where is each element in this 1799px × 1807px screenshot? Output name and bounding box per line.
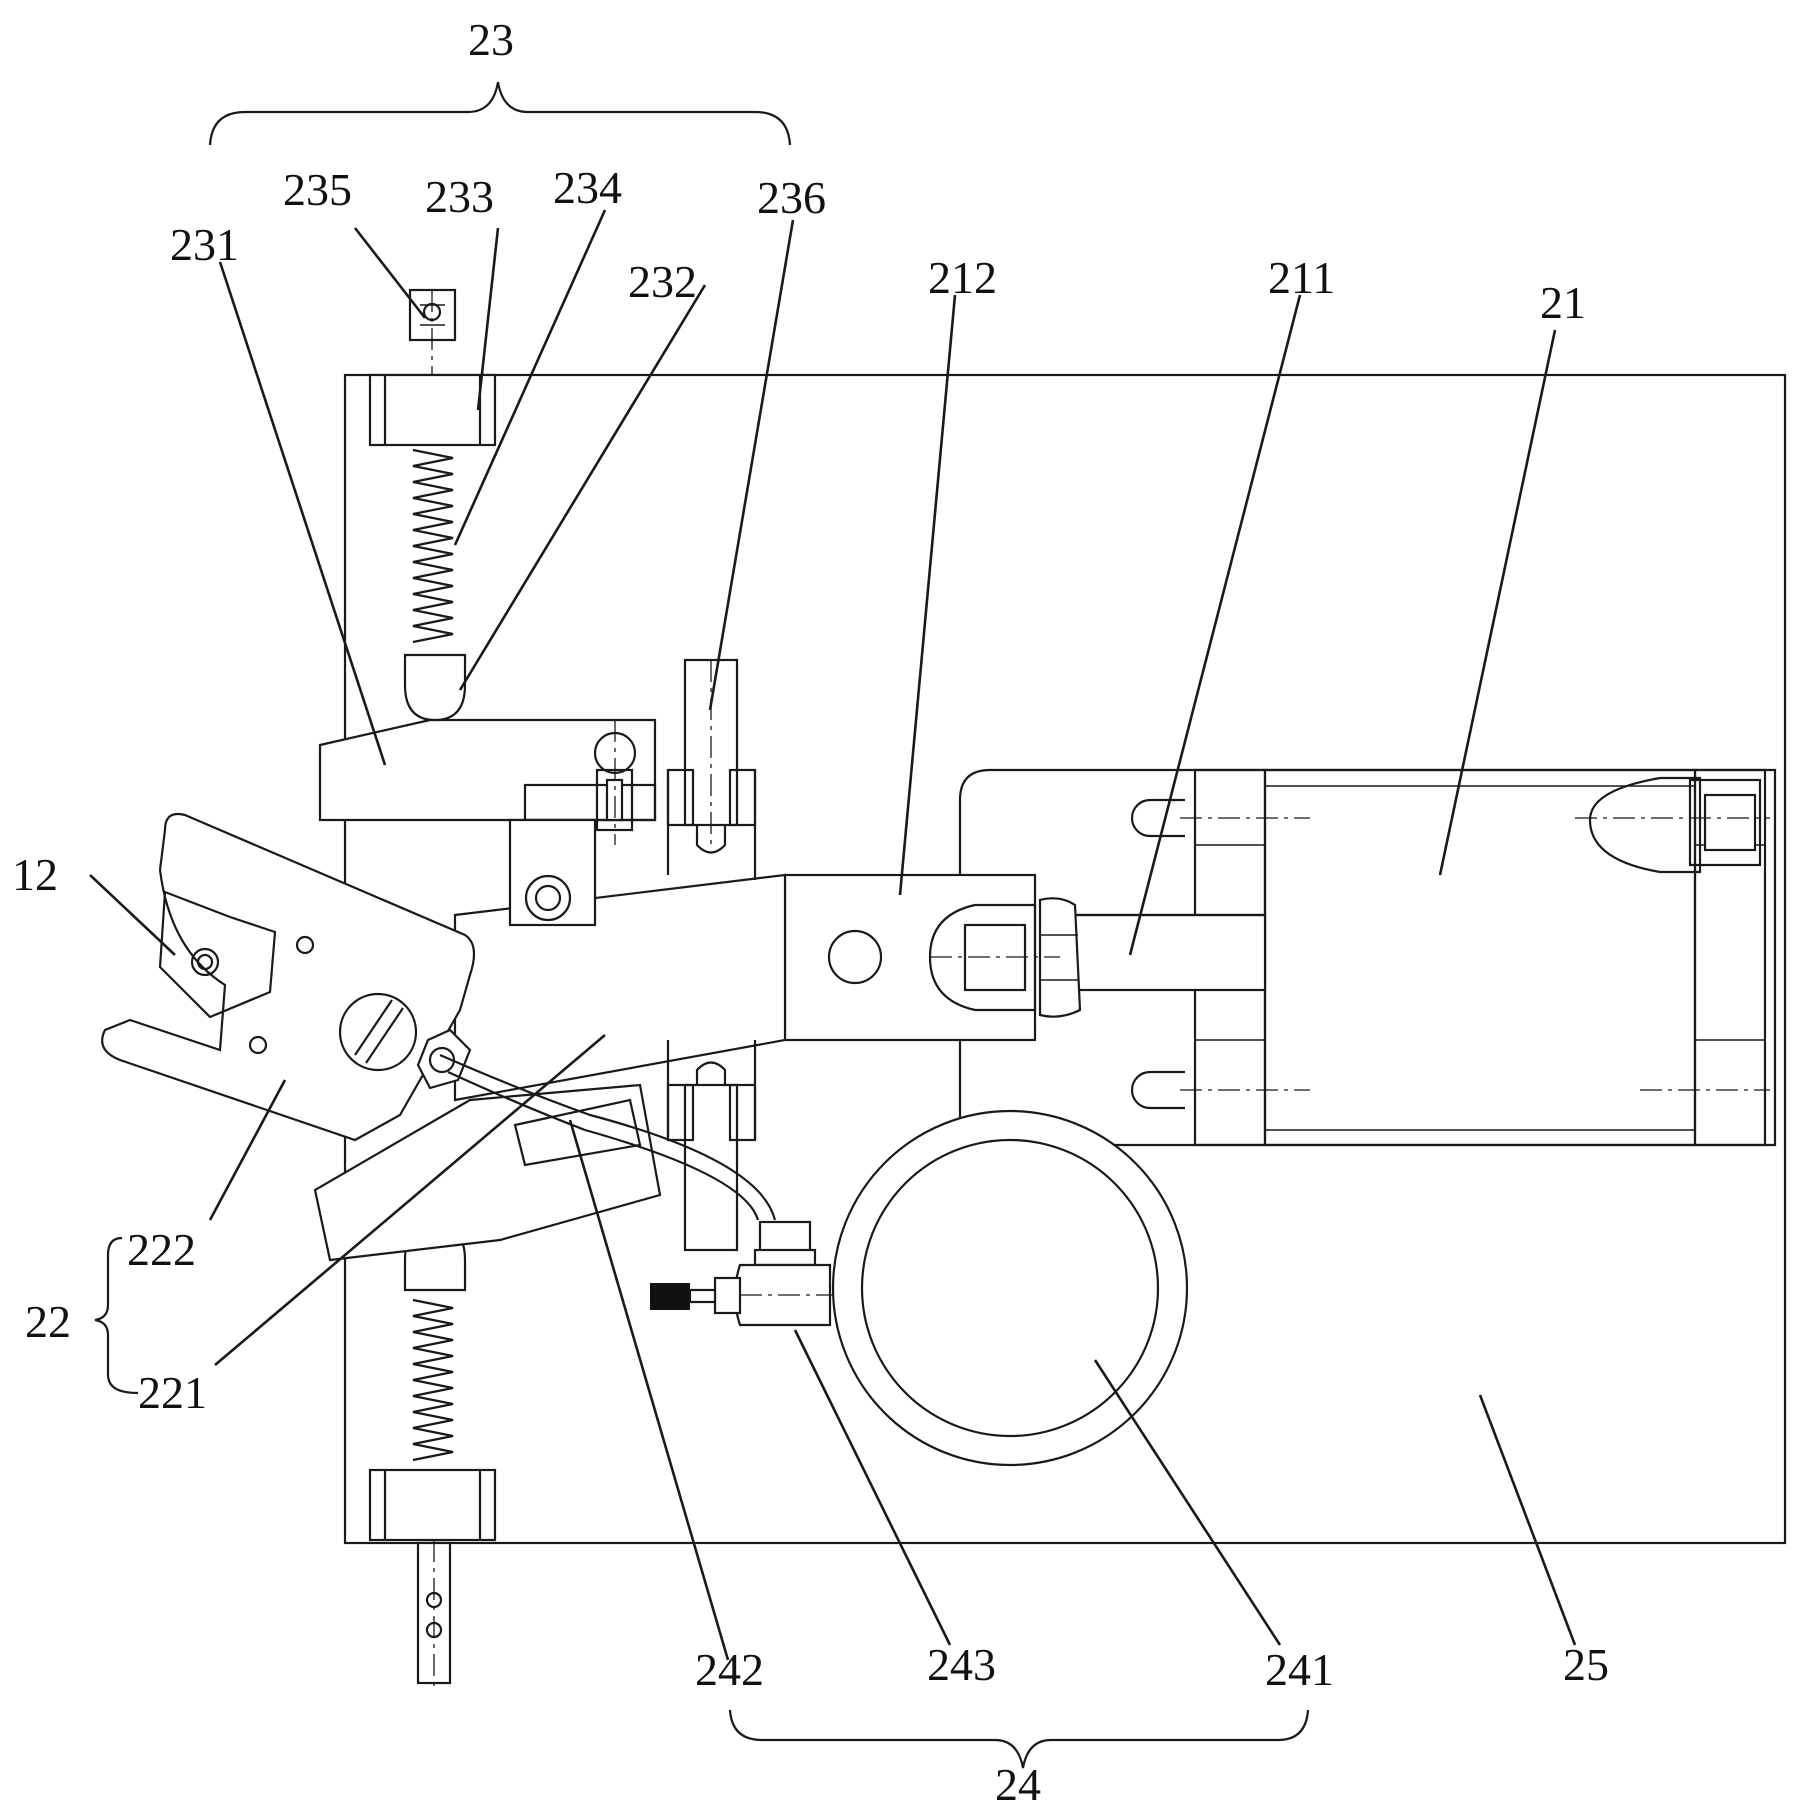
label-233: 233 <box>425 171 494 222</box>
lower-spring-assembly <box>368 1223 497 1690</box>
label-212: 212 <box>928 252 997 303</box>
label-24: 24 <box>995 1759 1041 1807</box>
air-tank <box>831 1109 1189 1467</box>
label-222: 222 <box>127 1224 196 1275</box>
label-241: 241 <box>1265 1644 1334 1695</box>
braces <box>94 81 1310 1769</box>
label-235: 235 <box>283 164 352 215</box>
label-231: 231 <box>170 219 239 270</box>
leader-lines <box>89 209 1577 1661</box>
part-labels: 23 235 233 234 236 231 232 212 211 21 12… <box>12 14 1609 1807</box>
label-25: 25 <box>1563 1639 1609 1690</box>
throttle-valve <box>650 1220 885 1327</box>
label-211: 211 <box>1268 252 1335 303</box>
label-22: 22 <box>25 1296 71 1347</box>
label-234: 234 <box>553 162 622 213</box>
upper-spring-assembly <box>368 288 497 722</box>
upper-stopper <box>318 718 657 927</box>
cutter-blades <box>101 812 476 1142</box>
air-tube <box>439 1053 777 1221</box>
link-block <box>783 873 1060 1042</box>
label-236: 236 <box>757 172 826 223</box>
label-23: 23 <box>468 14 514 65</box>
lever-arm <box>453 873 787 1102</box>
label-242: 242 <box>695 1644 764 1695</box>
piston-rod <box>1068 913 1267 992</box>
label-243: 243 <box>927 1639 996 1690</box>
label-221: 221 <box>138 1367 207 1418</box>
label-232: 232 <box>628 256 697 307</box>
cylinder-assembly <box>958 768 1777 1147</box>
label-21: 21 <box>1540 277 1586 328</box>
label-12: 12 <box>12 849 58 900</box>
